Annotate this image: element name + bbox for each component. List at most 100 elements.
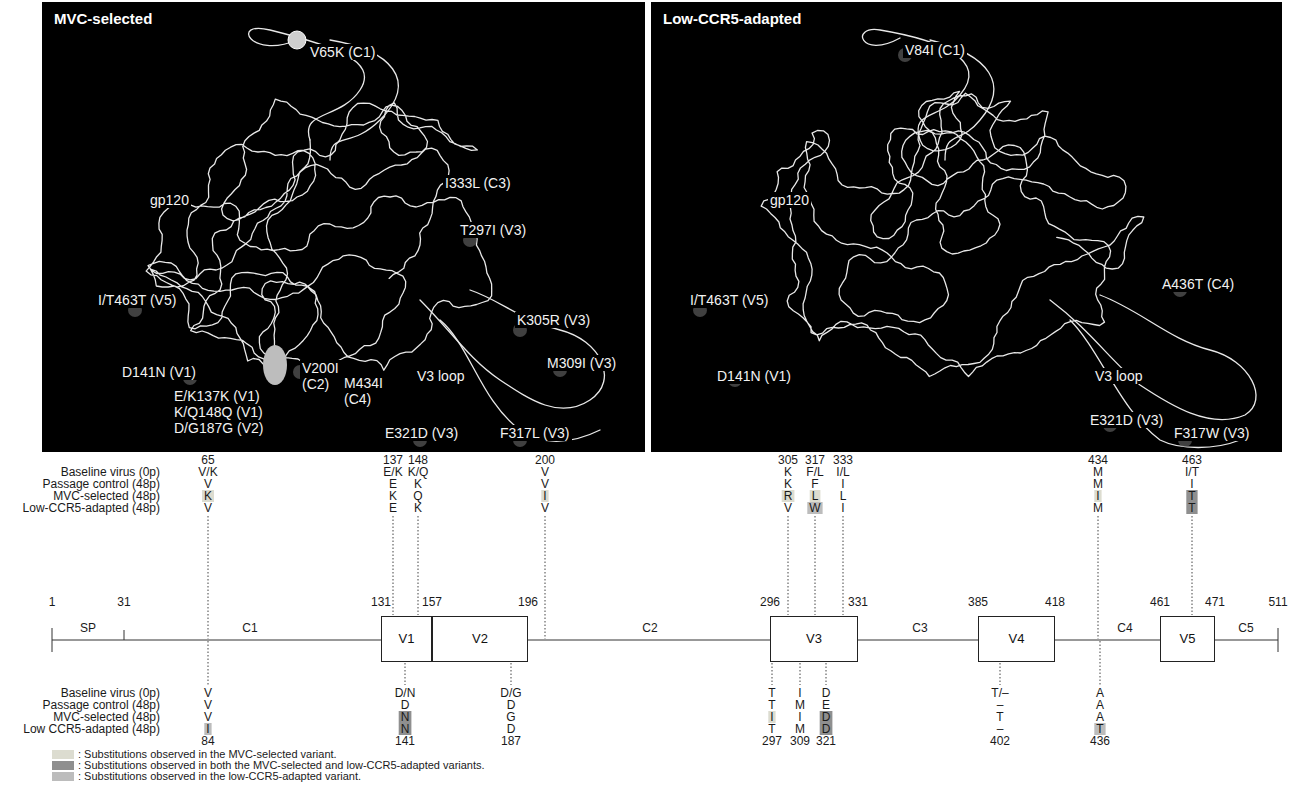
variable-region-box: V1: [381, 616, 432, 662]
map-label: V: [204, 699, 212, 711]
region-name: V4: [1009, 632, 1025, 646]
map-label: I: [798, 687, 801, 699]
legend-swatch: [52, 772, 74, 781]
map-label: T: [996, 711, 1003, 723]
map-label: I: [1190, 478, 1193, 490]
variable-region-box: V5: [1160, 616, 1215, 662]
substitution-label: E321D (V3): [383, 425, 460, 441]
map-label: E: [389, 502, 397, 514]
residue-cluster: [263, 345, 287, 385]
map-label: V: [204, 711, 212, 723]
map-label: K: [204, 490, 212, 502]
map-label: D: [822, 723, 831, 735]
dotted-leader: [1100, 641, 1101, 685]
map-label: V: [204, 502, 212, 514]
map-label: SP: [80, 622, 96, 634]
map-label: C2: [642, 622, 657, 634]
substitution-label: M309I (V3): [545, 355, 618, 371]
map-label: I: [841, 478, 844, 490]
map-label: C5: [1238, 622, 1253, 634]
substitution-label: I333L (C3): [443, 175, 513, 191]
map-label: I/T: [1185, 466, 1199, 478]
map-label: 463: [1182, 454, 1202, 466]
map-label: 1: [49, 596, 56, 608]
dotted-leader: [405, 663, 406, 685]
map-label: I/L: [836, 466, 849, 478]
map-label: 187: [501, 735, 521, 747]
substitution-label: I/T463T (V5): [688, 292, 770, 308]
substitution-label: T297I (V3): [458, 222, 528, 238]
dotted-leader: [843, 516, 844, 615]
map-label: D: [822, 711, 831, 723]
substitution-highlight: [820, 711, 833, 723]
substitution-label: F317W (V3): [1172, 425, 1251, 441]
map-label: D: [401, 699, 410, 711]
map-label: L: [812, 490, 819, 502]
map-label: N: [401, 723, 410, 735]
dotted-leader: [1000, 663, 1001, 685]
map-label: T: [1096, 723, 1103, 735]
substitution-label: V200I (C2): [300, 360, 348, 392]
map-label: A: [1096, 699, 1104, 711]
substitution-label: V84I (C1): [903, 42, 967, 58]
substitution-label: M434I (C4): [342, 375, 394, 407]
region-name: V3: [806, 632, 822, 646]
map-label: Q: [413, 490, 422, 502]
map-label: I: [770, 711, 773, 723]
map-label: 296: [760, 596, 780, 608]
map-label: 317: [805, 454, 825, 466]
substitution-highlight: [1094, 723, 1105, 735]
map-label: K: [784, 478, 792, 490]
substitution-highlight: [399, 711, 412, 723]
map-label: M: [1093, 478, 1103, 490]
map-label: T: [768, 699, 775, 711]
map-label: V: [204, 687, 212, 699]
map-label: F: [811, 478, 818, 490]
structure-panel: Low-CCR5-adapted: [651, 2, 1282, 452]
map-label: MVC-selected (48p): [53, 490, 160, 502]
map-label: I: [798, 711, 801, 723]
axis-tick: [124, 630, 125, 640]
dotted-leader: [208, 516, 209, 639]
substitution-highlight: [820, 723, 833, 735]
map-label: 309: [790, 735, 810, 747]
sequence-axis: [52, 640, 1278, 641]
substitution-label: I/T463T (V5): [96, 292, 178, 308]
map-label: V: [541, 502, 549, 514]
map-label: D: [507, 699, 516, 711]
map-label: L: [840, 490, 847, 502]
map-label: 84: [201, 735, 214, 747]
map-label: 385: [968, 596, 988, 608]
map-label: 65: [201, 454, 214, 466]
region-name: V2: [472, 632, 488, 646]
substitution-label: K305R (V3): [515, 312, 592, 328]
map-label: I: [543, 490, 546, 502]
substitution-label: V3 loop: [415, 368, 466, 384]
legend-swatch: [52, 750, 74, 759]
map-label: 157: [422, 596, 442, 608]
map-label: 297: [762, 735, 782, 747]
map-label: V/K: [198, 466, 217, 478]
map-label: 305: [778, 454, 798, 466]
map-label: Low CCR5-adapted (48p): [23, 723, 160, 735]
region-name: V1: [399, 632, 415, 646]
map-label: K: [389, 490, 397, 502]
substitution-highlight: [541, 490, 548, 502]
dotted-leader: [800, 663, 801, 685]
map-label: D: [507, 723, 516, 735]
map-label: A: [1096, 687, 1104, 699]
substitution-highlight: [202, 490, 214, 502]
dotted-leader: [418, 516, 419, 615]
substitution-label: A436T (C4): [1160, 276, 1236, 292]
map-label: 148: [408, 454, 428, 466]
map-label: 471: [1205, 596, 1225, 608]
map-label: M: [1093, 466, 1103, 478]
legend-text: : Substitutions observed in the MVC-sele…: [78, 749, 337, 760]
map-label: Passage control (48p): [43, 699, 160, 711]
legend-text: : Substitutions observed in the low-CCR5…: [78, 771, 361, 782]
panel-ground: [42, 2, 645, 452]
map-label: R: [784, 490, 793, 502]
dotted-leader: [511, 663, 512, 685]
map-label: M: [1093, 502, 1103, 514]
substitution-label: V65K (C1): [308, 44, 377, 60]
